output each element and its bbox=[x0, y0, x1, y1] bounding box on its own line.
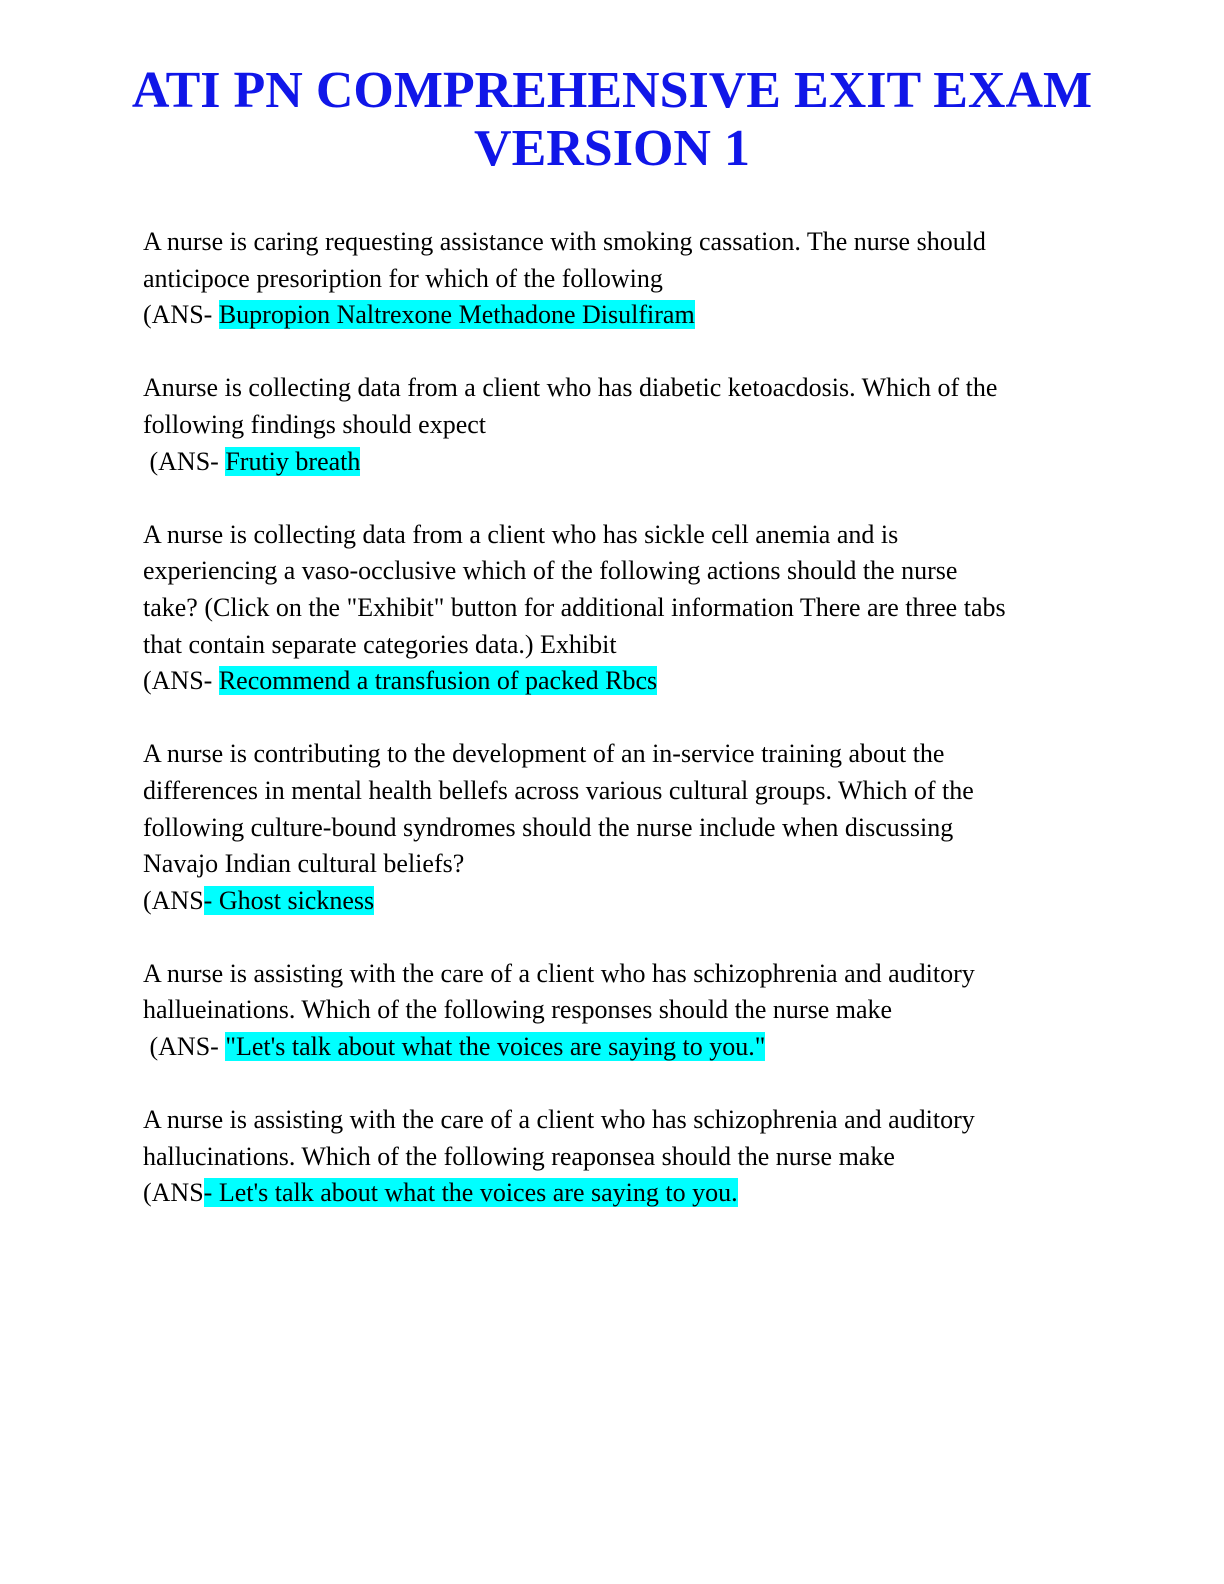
question-block: A nurse is collecting data from a client… bbox=[143, 517, 1083, 700]
question-text-line: A nurse is assisting with the care of a … bbox=[143, 958, 975, 988]
answer-highlight: Recommend a transfusion of packed Rbcs bbox=[218, 666, 658, 696]
answer-line: (ANS- Bupropion Naltrexone Methadone Dis… bbox=[143, 297, 1083, 334]
answer-prefix: (ANS- bbox=[143, 666, 219, 696]
answer-line: (ANS- Frutiy breath bbox=[143, 444, 1083, 481]
question-block: A nurse is contributing to the developme… bbox=[143, 736, 1083, 919]
question-text-line: hallueinations. Which of the following r… bbox=[143, 995, 893, 1025]
question-text-line: A nurse is assisting with the care of a … bbox=[143, 1105, 975, 1135]
answer-highlight: Frutiy breath bbox=[225, 446, 361, 476]
answer-prefix: (ANS- bbox=[143, 1032, 226, 1062]
answer-line: (ANS- Let's talk about what the voices a… bbox=[143, 1175, 1083, 1212]
question-text-line: take? (Click on the "Exhibit" button for… bbox=[143, 592, 1006, 622]
answer-line: (ANS- Ghost sickness bbox=[143, 883, 1083, 920]
answer-prefix: (ANS bbox=[143, 885, 204, 915]
answer-prefix: (ANS- bbox=[143, 300, 219, 330]
question-text-line: A nurse is caring requesting assistance … bbox=[143, 227, 986, 256]
answer-line: (ANS- Recommend a transfusion of packed … bbox=[143, 663, 1083, 700]
title-line-1: ATI PN COMPREHENSIVE EXIT EXAM bbox=[131, 62, 1093, 119]
question-text-line: A nurse is collecting data from a client… bbox=[143, 519, 899, 549]
question-block: A nurse is assisting with the care of a … bbox=[143, 1102, 1083, 1212]
question-text-line: hallucinations. Which of the following r… bbox=[143, 1141, 895, 1171]
question-block: Anurse is collecting data from a client … bbox=[143, 370, 1083, 480]
question-text-line: Anurse is collecting data from a client … bbox=[143, 373, 998, 403]
answer-prefix: (ANS bbox=[143, 1178, 204, 1208]
document-title: ATI PN COMPREHENSIVE EXIT EXAM VERSION 1 bbox=[60, 62, 1164, 178]
question-text-line: experiencing a vaso-occlusive which of t… bbox=[143, 556, 958, 586]
question-list: A nurse is caring requesting assistance … bbox=[143, 224, 1083, 1249]
question-text-line: that contain separate categories data.) … bbox=[143, 629, 617, 659]
answer-highlight: Bupropion Naltrexone Methadone Disulfira… bbox=[218, 300, 695, 330]
question-text-line: following findings should expect bbox=[143, 409, 487, 439]
answer-highlight: "Let's talk about what the voices are sa… bbox=[225, 1032, 766, 1062]
answer-line: (ANS- "Let's talk about what the voices … bbox=[143, 1029, 1083, 1066]
question-block: A nurse is caring requesting assistance … bbox=[143, 224, 1083, 334]
question-block: A nurse is assisting with the care of a … bbox=[143, 956, 1083, 1066]
question-text-line: following culture-bound syndromes should… bbox=[143, 812, 954, 842]
title-line-2: VERSION 1 bbox=[474, 120, 750, 177]
question-text-line: anticipoce presoription for which of the… bbox=[143, 263, 663, 293]
question-text-line: Navajo Indian cultural beliefs? bbox=[143, 849, 465, 879]
answer-highlight: - Ghost sickness bbox=[203, 885, 375, 915]
answer-highlight: - Let's talk about what the voices are s… bbox=[203, 1178, 738, 1208]
answer-prefix: (ANS- bbox=[143, 446, 226, 476]
question-text-line: differences in mental health bellefs acr… bbox=[143, 775, 974, 805]
question-text-line: A nurse is contributing to the developme… bbox=[143, 739, 945, 769]
